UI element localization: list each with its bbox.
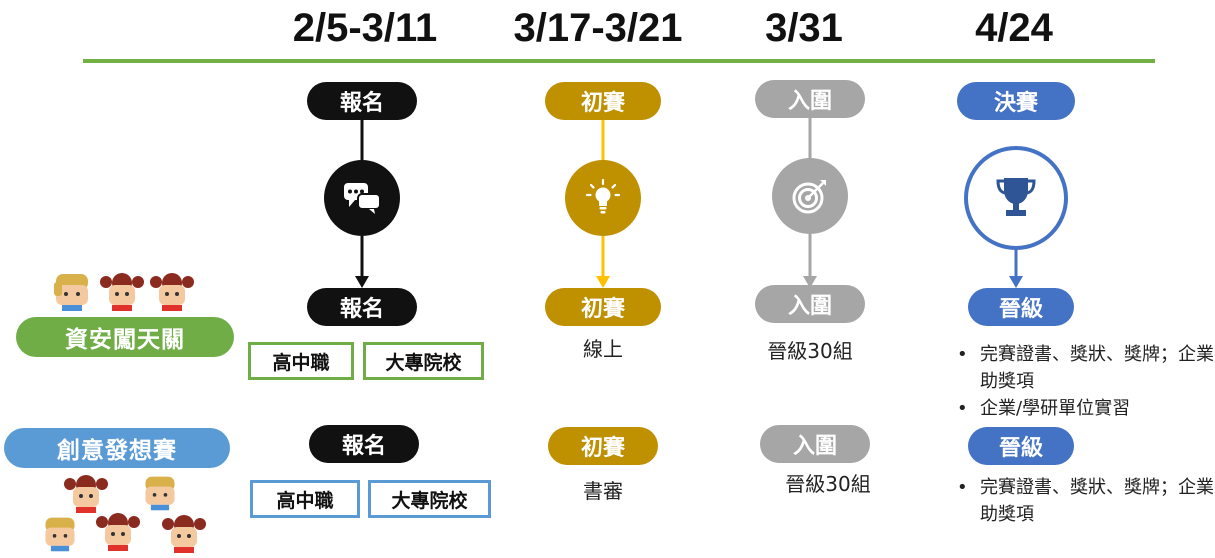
stage-advance-track2: 晉級 bbox=[968, 427, 1074, 465]
lightbulb-icon bbox=[565, 160, 641, 236]
target-icon bbox=[772, 158, 848, 234]
connector-line bbox=[601, 236, 605, 276]
awards-list-track2: 完賽證書、獎狀、獎牌；企業贊助獎項 bbox=[955, 474, 1215, 528]
stage-final-top: 決賽 bbox=[957, 82, 1075, 120]
kid-figure bbox=[150, 273, 194, 311]
connector-line bbox=[360, 236, 364, 276]
prelim-method-track2: 書審 bbox=[583, 479, 623, 503]
awards-list-track1: 完賽證書、獎狀、獎牌；企業贊助獎項 企業/學研單位實習 bbox=[955, 341, 1215, 422]
stage-prelim-top: 初賽 bbox=[545, 82, 661, 120]
date-final: 4/24 bbox=[975, 6, 1053, 50]
kid-figure bbox=[96, 513, 140, 551]
trophy-icon bbox=[964, 146, 1068, 250]
date-shortlist: 3/31 bbox=[765, 6, 843, 50]
date-registration: 2/5-3/11 bbox=[292, 6, 438, 50]
arrow-head bbox=[355, 276, 369, 288]
shortlist-result-track1: 晉級30組 bbox=[767, 339, 853, 363]
stage-shortlist-track1: 入圍 bbox=[755, 285, 865, 323]
date-prelim: 3/17-3/21 bbox=[513, 6, 683, 50]
timeline-line bbox=[83, 59, 1155, 63]
connector-line bbox=[601, 120, 605, 162]
category-high-school-track2: 高中職 bbox=[250, 480, 360, 518]
arrow-head bbox=[1009, 276, 1023, 288]
award-item: 完賽證書、獎狀、獎牌；企業贊助獎項 bbox=[955, 341, 1215, 395]
category-university-track1: 大專院校 bbox=[363, 342, 484, 380]
stage-shortlist-track2: 入圍 bbox=[760, 425, 870, 463]
kid-figure bbox=[100, 273, 144, 311]
kid-figure bbox=[54, 274, 88, 311]
kid-figure bbox=[64, 475, 108, 513]
stage-prelim-track2: 初賽 bbox=[548, 427, 658, 465]
prelim-method-track1: 線上 bbox=[583, 337, 623, 361]
connector-line bbox=[1014, 248, 1018, 276]
kid-figure bbox=[162, 515, 206, 553]
stage-shortlist-top: 入圍 bbox=[755, 80, 865, 118]
category-university-track2: 大專院校 bbox=[368, 480, 491, 518]
track2-label: 創意發想賽 bbox=[4, 428, 230, 468]
category-high-school-track1: 高中職 bbox=[248, 342, 354, 380]
connector-line bbox=[360, 120, 364, 162]
award-item: 企業/學研單位實習 bbox=[955, 395, 1215, 422]
kid-figure bbox=[145, 476, 175, 511]
chat-icon bbox=[324, 160, 400, 236]
stage-register-top: 報名 bbox=[307, 82, 417, 120]
connector-line bbox=[808, 118, 812, 162]
stage-register-track2: 報名 bbox=[309, 425, 419, 463]
stage-advance-track1: 晉級 bbox=[968, 288, 1074, 326]
track1-label: 資安闖天關 bbox=[16, 317, 234, 357]
shortlist-result-track2: 晉級30組 bbox=[785, 472, 871, 496]
award-item: 完賽證書、獎狀、獎牌；企業贊助獎項 bbox=[955, 474, 1215, 528]
arrow-head bbox=[596, 276, 610, 288]
kid-figure bbox=[45, 517, 75, 552]
stage-prelim-track1: 初賽 bbox=[545, 288, 661, 326]
stage-register-track1: 報名 bbox=[307, 288, 417, 326]
connector-line bbox=[808, 234, 812, 276]
